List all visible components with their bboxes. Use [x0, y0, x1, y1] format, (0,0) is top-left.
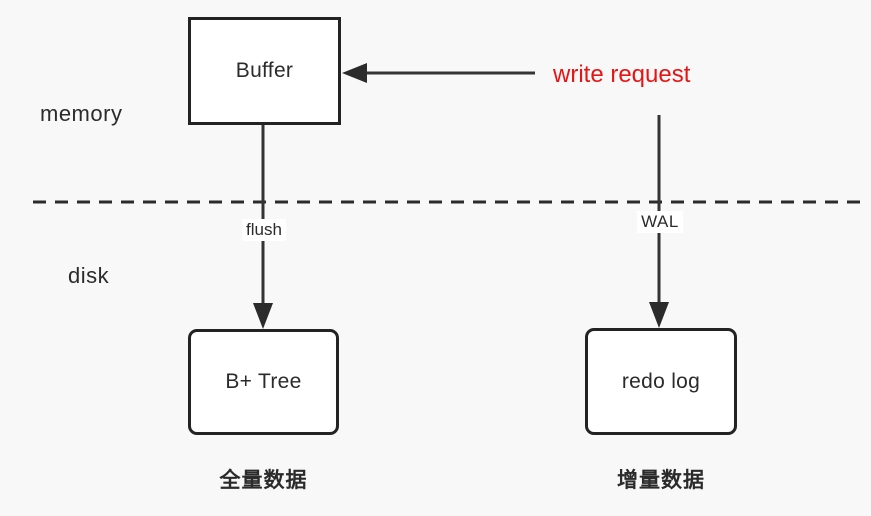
disk-zone-label: disk: [68, 263, 110, 288]
buffer-node-label: Buffer: [235, 59, 294, 82]
redolog-caption: 增量数据: [617, 469, 705, 492]
flush-edge-label: flush: [242, 219, 286, 241]
memory-zone-label: memory: [40, 101, 123, 126]
write-request-label: write request: [553, 61, 691, 88]
wal-arrowhead-icon: [649, 302, 669, 328]
buffer-node: Buffer: [188, 17, 341, 125]
bptree-caption: 全量数据: [219, 469, 308, 492]
flush-arrowhead-icon: [253, 303, 273, 329]
bptree-node-label: B+ Tree: [225, 370, 302, 393]
wal-edge-label: WAL: [637, 211, 683, 233]
redolog-node: redo log: [585, 328, 737, 435]
write-request-arrowhead-icon: [342, 63, 367, 83]
bptree-node: B+ Tree: [188, 329, 339, 435]
redolog-node-label: redo log: [621, 369, 701, 393]
